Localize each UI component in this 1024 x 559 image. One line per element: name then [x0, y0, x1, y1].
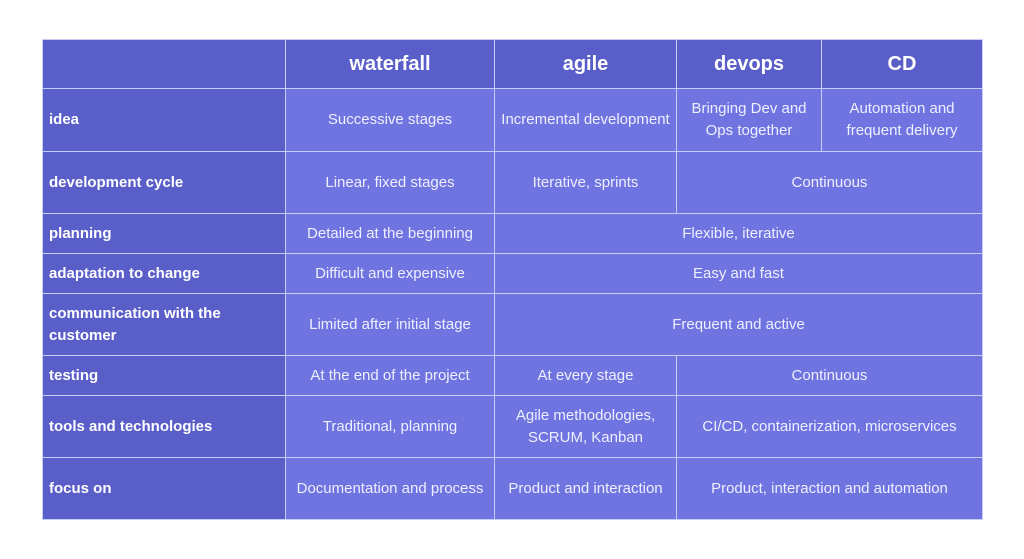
table-cell: At every stage	[494, 355, 677, 396]
table-row-communication: communication with the customer Limited …	[42, 293, 983, 356]
table-cell: Documentation and process	[285, 457, 495, 520]
table-row-development-cycle: development cycle Linear, fixed stages I…	[42, 151, 983, 214]
table-cell: Frequent and active	[494, 293, 983, 356]
table-cell: Difficult and expensive	[285, 253, 495, 294]
row-header: focus on	[42, 457, 286, 520]
table-row-focus-on: focus on Documentation and process Produ…	[42, 457, 983, 520]
row-header: communication with the customer	[42, 293, 286, 356]
column-header-agile: agile	[494, 39, 677, 89]
methodology-comparison-table: waterfall agile devops CD idea Successiv…	[42, 39, 983, 520]
table-cell: Easy and fast	[494, 253, 983, 294]
row-header: idea	[42, 88, 286, 152]
table-cell: Bringing Dev and Ops together	[676, 88, 822, 152]
row-header: development cycle	[42, 151, 286, 214]
table-cell: Incremental development	[494, 88, 677, 152]
column-header-devops: devops	[676, 39, 822, 89]
row-header: planning	[42, 213, 286, 254]
table-cell: Successive stages	[285, 88, 495, 152]
table-cell: Continuous	[676, 151, 983, 214]
table-cell: Detailed at the beginning	[285, 213, 495, 254]
table-cell: Limited after initial stage	[285, 293, 495, 356]
table-cell: Automation and frequent delivery	[821, 88, 983, 152]
table-row-testing: testing At the end of the project At eve…	[42, 355, 983, 396]
table-cell: Traditional, planning	[285, 395, 495, 458]
table-cell: Continuous	[676, 355, 983, 396]
column-header-waterfall: waterfall	[285, 39, 495, 89]
table-cell: CI/CD, containerization, microservices	[676, 395, 983, 458]
row-header: tools and technologies	[42, 395, 286, 458]
table-cell: Iterative, sprints	[494, 151, 677, 214]
column-header-cd: CD	[821, 39, 983, 89]
table-row-tools: tools and technologies Traditional, plan…	[42, 395, 983, 458]
table-cell: Agile methodologies, SCRUM, Kanban	[494, 395, 677, 458]
table-cell: Product and interaction	[494, 457, 677, 520]
table-row-adaptation-to-change: adaptation to change Difficult and expen…	[42, 253, 983, 294]
table-cell: At the end of the project	[285, 355, 495, 396]
table-cell: Flexible, iterative	[494, 213, 983, 254]
table-row-idea: idea Successive stages Incremental devel…	[42, 88, 983, 152]
header-row: waterfall agile devops CD	[42, 39, 983, 89]
row-header: adaptation to change	[42, 253, 286, 294]
table-row-planning: planning Detailed at the beginning Flexi…	[42, 213, 983, 254]
table-cell: Product, interaction and automation	[676, 457, 983, 520]
corner-cell	[42, 39, 286, 89]
table-cell: Linear, fixed stages	[285, 151, 495, 214]
row-header: testing	[42, 355, 286, 396]
